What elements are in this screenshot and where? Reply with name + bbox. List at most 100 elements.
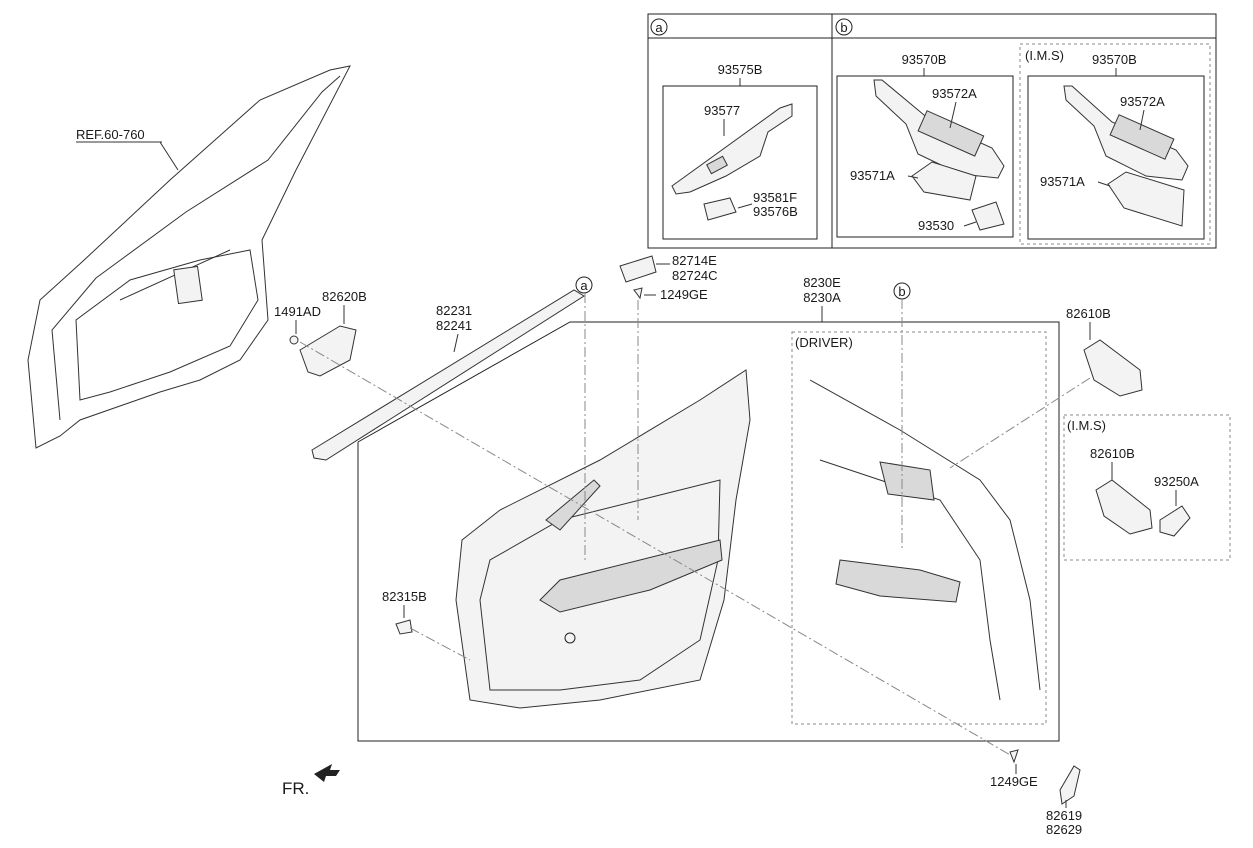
driver-armrest xyxy=(835,559,961,603)
label-93571a: 93571A xyxy=(850,168,895,183)
door-trim-panel xyxy=(455,369,751,709)
right-parts: 82610B (I.M.S) 82610B 93250A xyxy=(1063,306,1231,561)
main-panel-frame xyxy=(357,321,1060,742)
door-armrest xyxy=(539,539,723,613)
front-arrow-icon xyxy=(314,764,340,782)
switch-panel-box-ims xyxy=(1027,75,1205,240)
label-82241: 82241 xyxy=(436,318,472,333)
door-handle-bracket xyxy=(173,265,203,305)
top-middle-parts: 82714E 82724C 1249GE 8230E 8230A b xyxy=(619,253,911,322)
label-8230e: 8230E xyxy=(803,275,841,290)
door-frame-ref: REF.60-760 xyxy=(27,65,351,449)
label-82610b: 82610B xyxy=(1066,306,1111,321)
label-93575b: 93575B xyxy=(718,62,763,77)
part-93572a-ims-switch xyxy=(1109,114,1175,160)
part-93577-slot xyxy=(706,155,728,175)
part-93571a-switch xyxy=(911,161,977,201)
label-93572a-ims: 93572A xyxy=(1120,94,1165,109)
ims-label-right: (I.M.S) xyxy=(1067,418,1106,433)
part-82610b-handle xyxy=(1083,339,1143,397)
part-82619-cover xyxy=(1059,765,1081,805)
label-93250a: 93250A xyxy=(1154,474,1199,489)
callout-a-detail: a xyxy=(655,20,663,35)
callout-b-main: b xyxy=(898,284,905,299)
callout-a-circle-detail xyxy=(650,18,668,36)
switch-panel-box-b xyxy=(836,75,1014,238)
callout-b-circle-detail xyxy=(835,18,853,36)
label-93581f: 93581F xyxy=(753,190,797,205)
diagonal-guide xyxy=(299,341,1013,757)
switch-panel-box-a xyxy=(662,85,818,240)
part-82231-weatherstrip xyxy=(311,289,585,461)
label-82629: 82629 xyxy=(1046,822,1082,837)
label-82619: 82619 xyxy=(1046,808,1082,823)
driver-switch-slot xyxy=(879,461,935,501)
part-1249ge-screw-top xyxy=(633,287,643,300)
label-93572a: 93572A xyxy=(932,86,977,101)
left-parts: 1491AD 82620B 82231 82241 a 82315B xyxy=(274,276,593,635)
label-8230a: 8230A xyxy=(803,290,841,305)
driver-label: (DRIVER) xyxy=(795,335,853,350)
bottom-parts: 1249GE 82619 82629 FR. xyxy=(282,749,1082,837)
leader-93581f xyxy=(737,203,753,209)
callout-a-main: a xyxy=(580,278,588,293)
ims-box-detail xyxy=(1019,43,1211,245)
label-82620b: 82620B xyxy=(322,289,367,304)
fr-label: FR. xyxy=(282,779,309,798)
leader-93571a xyxy=(907,175,919,179)
ref-label: REF.60-760 xyxy=(76,127,145,142)
driver-box xyxy=(791,331,1047,725)
label-93571a-ims: 93571A xyxy=(1040,174,1085,189)
detail-panel-frame xyxy=(647,13,1217,249)
part-82315b-clip xyxy=(395,619,413,635)
detail-panel: a b 93575B 93577 93581F 93576B 93570B 93… xyxy=(647,13,1217,249)
clip-guide xyxy=(409,627,471,661)
label-1491ad: 1491AD xyxy=(274,304,321,319)
leader-93572a-ims xyxy=(1139,109,1145,131)
part-93530-switch xyxy=(971,201,1005,231)
part-82610b-ims-handle xyxy=(1095,479,1153,535)
door-speaker-hole xyxy=(564,632,576,644)
ref-leader xyxy=(159,141,179,171)
door-inner-edge xyxy=(51,75,341,421)
label-82315b: 82315B xyxy=(382,589,427,604)
ims-box-right xyxy=(1063,414,1231,561)
part-1249ge-screw-bottom xyxy=(1009,749,1019,764)
label-1249ge-bottom: 1249GE xyxy=(990,774,1038,789)
part-93250a-switch xyxy=(1159,505,1191,537)
leader-93571a-ims xyxy=(1097,181,1111,187)
part-93571a-ims-switch xyxy=(1107,171,1185,227)
label-82231: 82231 xyxy=(436,303,472,318)
leader-82231 xyxy=(453,333,459,353)
callout-b-detail: b xyxy=(840,20,847,35)
part-82620b-handle xyxy=(299,325,357,377)
label-82714e: 82714E xyxy=(672,253,717,268)
driver-trim-edge-2 xyxy=(819,459,1001,701)
part-93572a-switch xyxy=(917,110,985,157)
part-93577-trim xyxy=(671,103,793,195)
door-inner-panel xyxy=(75,249,259,401)
leader-93572a xyxy=(949,101,957,129)
label-93530: 93530 xyxy=(918,218,954,233)
label-93577: 93577 xyxy=(704,103,740,118)
label-93570b: 93570B xyxy=(902,52,947,67)
label-93570b-ims: 93570B xyxy=(1092,52,1137,67)
leader-93530 xyxy=(963,221,977,227)
label-1249ge-top: 1249GE xyxy=(660,287,708,302)
door-switch-bezel xyxy=(545,479,601,531)
part-93581f-switch xyxy=(703,197,737,221)
label-82610b-ims: 82610B xyxy=(1090,446,1135,461)
part-82714e-cover xyxy=(619,255,657,283)
driver-trim-edge xyxy=(809,379,1041,691)
label-93576b: 93576B xyxy=(753,204,798,219)
part-1491ad-screw xyxy=(289,335,299,345)
main-panel: (DRIVER) xyxy=(299,293,1091,757)
door-outer-frame xyxy=(27,65,351,449)
label-82724c: 82724C xyxy=(672,268,718,283)
ims-label-detail: (I.M.S) xyxy=(1025,48,1064,63)
door-trim-lower xyxy=(479,479,721,691)
handle-guide xyxy=(949,377,1091,469)
callout-a-circle-main xyxy=(575,276,593,294)
